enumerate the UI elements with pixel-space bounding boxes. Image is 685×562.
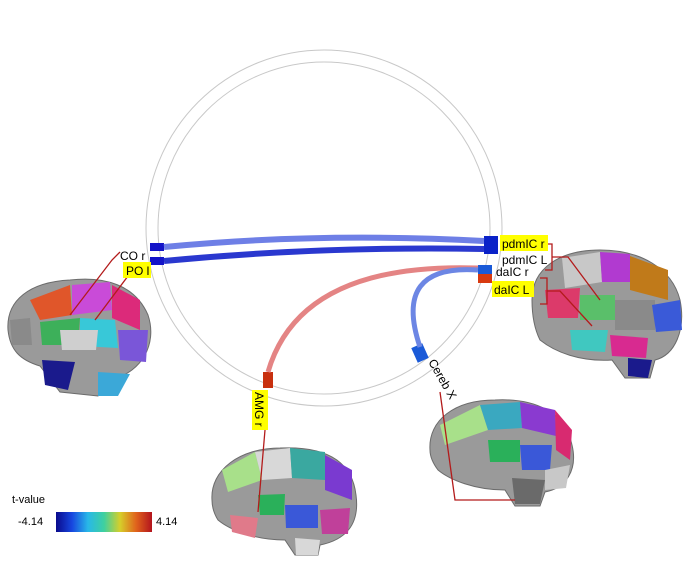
connection-po-l-pdmic-r: [163, 245, 485, 264]
connection-cereb-x-daic-r: [410, 267, 479, 348]
ring-outer: [145, 49, 503, 407]
label-cereb-x: Cereb X: [425, 357, 459, 402]
leader-daic: [540, 277, 593, 327]
brain-slice-center: [211, 447, 358, 556]
segment-daic-r: [478, 265, 492, 274]
leader-co-r: [69, 251, 121, 316]
colorbar-bar: [56, 512, 152, 532]
segment-pdmic: [484, 236, 498, 254]
label-po-l: PO l: [126, 264, 149, 278]
colorbar-min-label: -4.14: [18, 516, 44, 528]
segment-daic-l: [478, 274, 492, 283]
segment-cereb-x: [411, 343, 429, 363]
colorbar-max-label: 4.14: [156, 516, 178, 528]
label-amg-r: AMG r: [252, 392, 266, 427]
leader-cereb-x: [439, 391, 515, 501]
label-daic-r: daIC r: [496, 265, 529, 279]
label-pdmic-r: pdmIC r: [502, 237, 545, 251]
connectogram-ring: [145, 49, 503, 407]
leader-amg-r: [257, 429, 266, 513]
segment-po-l: [150, 257, 164, 265]
brain-slice-cerebellum: [429, 399, 574, 507]
highlight-amg-r: [252, 390, 268, 430]
connection-co-r-pdmic-r: [163, 234, 485, 250]
segment-co-r: [150, 243, 164, 251]
label-pdmic-l: pdmIC L: [502, 253, 548, 267]
ring-segments: [150, 236, 498, 388]
colorbar-title: t-value: [12, 494, 46, 506]
colorbar: [56, 512, 152, 532]
highlight-pdmic-r: [500, 235, 548, 251]
connection-amg-r-daic-r: [265, 265, 479, 373]
leader-lines: [69, 243, 601, 513]
brain-slice-left: [7, 278, 152, 397]
ring-inner: [157, 61, 491, 395]
connections: [163, 234, 485, 373]
leader-po-l: [94, 275, 129, 321]
segment-amg-r: [263, 372, 273, 388]
label-co-r: CO r: [120, 249, 145, 263]
highlight-daic-l: [492, 281, 534, 297]
brain-slice-right: [531, 249, 683, 379]
region-labels: CO r PO l pdmIC r pdmIC L daIC r daIC L …: [120, 235, 548, 430]
leader-pdmic: [545, 243, 601, 301]
highlight-po-l: [123, 262, 151, 278]
label-daic-l: daIC L: [494, 283, 530, 297]
